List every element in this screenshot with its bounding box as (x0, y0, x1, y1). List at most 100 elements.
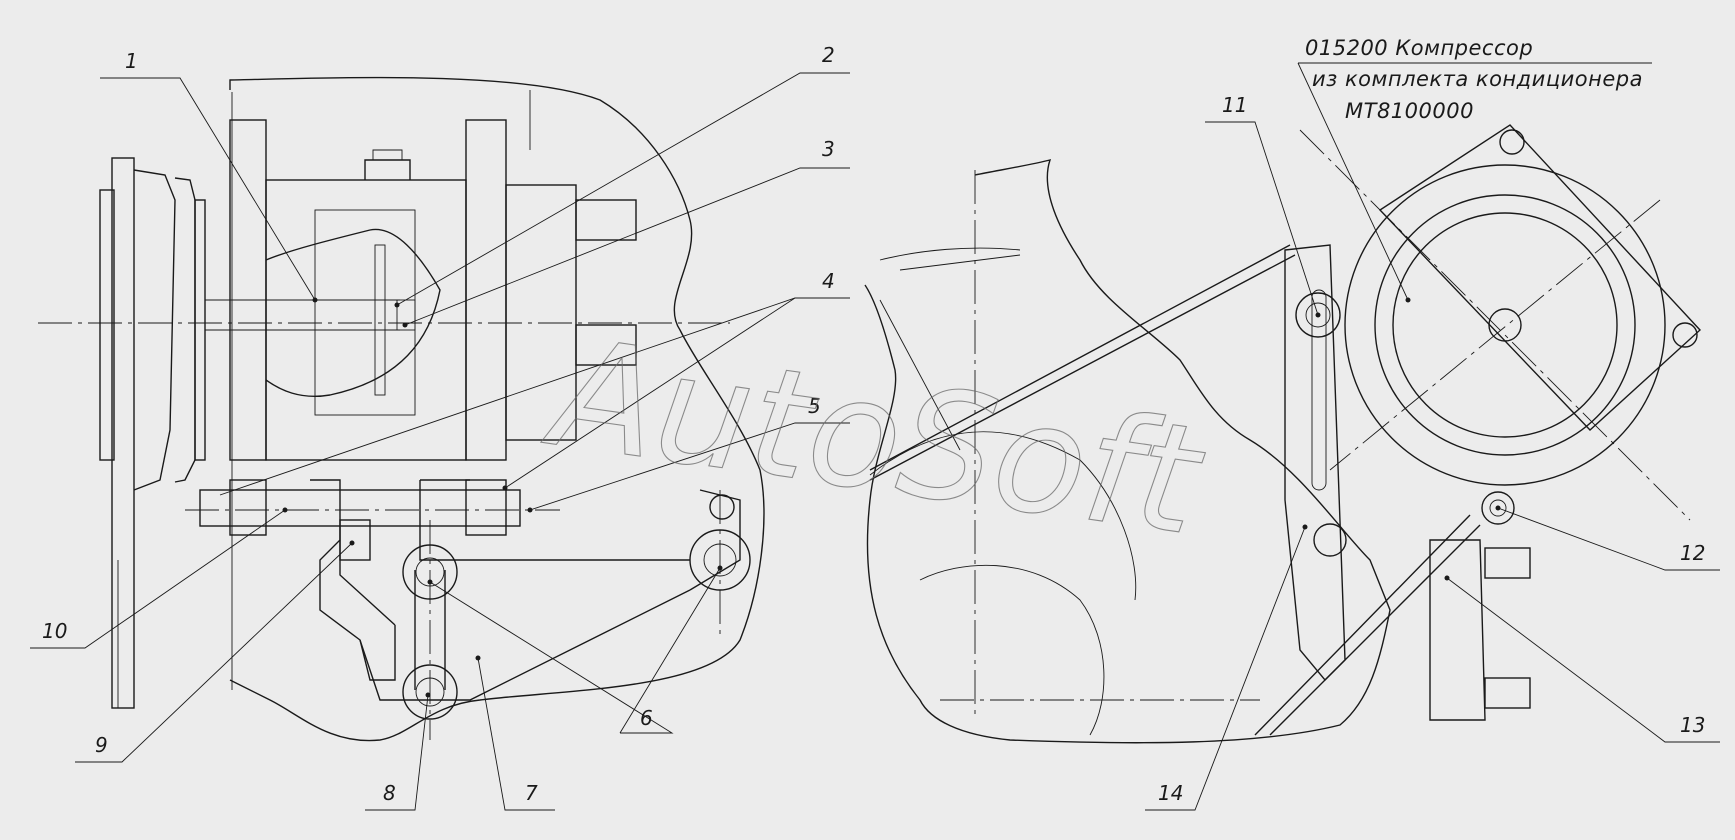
adjuster-slot (1311, 289, 1327, 491)
bolt-11 (1295, 292, 1341, 338)
leader-5 (529, 422, 850, 511)
leader-3-dot (402, 322, 408, 328)
leader-8 (365, 694, 429, 811)
leader-7 (477, 657, 555, 811)
pulley-hub (194, 199, 206, 461)
leader-6-dot-2 (717, 565, 723, 571)
rear-cover (505, 184, 577, 441)
stud-2 (1484, 677, 1531, 709)
leader-14-dot (1302, 524, 1308, 530)
top-boss-cap (372, 149, 403, 160)
flange-hole-2 (1672, 322, 1698, 348)
callout-9: 9 (95, 733, 108, 757)
leader-11 (1205, 121, 1319, 316)
callout-12: 12 (1680, 541, 1705, 565)
bracket-rib (339, 540, 396, 681)
engine-block-outline (864, 159, 1391, 744)
leader-12 (1497, 507, 1720, 571)
callout-3: 3 (822, 137, 835, 161)
title-leader (1297, 62, 1409, 301)
pulley-groove (133, 169, 176, 491)
title-line-3: МТ8100000 (1345, 99, 1474, 123)
leader-12-dot (1495, 505, 1501, 511)
lower-bracket (1429, 539, 1486, 721)
lower-flange-2 (465, 479, 507, 536)
housing-outline (229, 76, 765, 742)
inner-plate (374, 244, 386, 396)
flange-hole-1 (1499, 129, 1525, 155)
callout-4: 4 (822, 269, 835, 293)
leader-9 (75, 542, 353, 763)
callout-1: 1 (125, 49, 138, 73)
lower-bolt (1313, 523, 1347, 557)
rear-fitting (575, 199, 637, 241)
bracket-arm-2 (419, 479, 690, 561)
callout-7: 7 (525, 781, 538, 805)
leader-14 (1145, 526, 1306, 811)
belt-lower (1254, 514, 1481, 736)
callout-6: 6 (640, 706, 653, 730)
leader-2 (396, 72, 850, 306)
compressor-flange (1378, 124, 1701, 431)
leader-13-dot (1444, 575, 1450, 581)
through-bolt (199, 489, 521, 527)
adjuster-bar (1284, 244, 1346, 682)
spacer (339, 519, 371, 561)
leader-3 (404, 167, 850, 326)
shaft (205, 299, 400, 331)
pulley-face (99, 189, 115, 461)
pulley-inner (1392, 212, 1618, 438)
front-flange (229, 119, 267, 461)
leader-2-dot (394, 302, 400, 308)
stud-1 (1484, 547, 1531, 579)
pulley-outer (1344, 164, 1666, 486)
pulley-axes (1299, 129, 1691, 521)
section-cut (265, 228, 441, 397)
pulley-rim (111, 157, 135, 709)
leader-10 (30, 509, 286, 649)
callout-11: 11 (1222, 93, 1247, 117)
pulley-groove-2 (174, 177, 196, 483)
bracket-arm (310, 479, 691, 701)
leader-10-dot (282, 507, 288, 513)
belt-upper (869, 244, 1296, 481)
title-leader-dot (1405, 297, 1411, 303)
compressor-body (265, 179, 467, 461)
callout-5: 5 (808, 394, 821, 418)
bolt-8 (402, 664, 458, 720)
rear-fitting-2 (575, 324, 637, 366)
left-view (38, 76, 765, 742)
leader-6 (429, 567, 721, 734)
leader-1-dot (312, 297, 318, 303)
leader-4b (504, 297, 796, 489)
bolt-12 (1481, 491, 1515, 525)
pulley-nut (1488, 308, 1522, 342)
leader-4-dot (502, 485, 508, 491)
leader-9-dot (349, 540, 355, 546)
block-arc-2 (869, 431, 1137, 601)
title-block: 015200 Компрессор из комплекта кондицион… (1297, 36, 1652, 303)
top-boss (364, 159, 411, 180)
leader-13 (1446, 577, 1720, 743)
block-line (879, 247, 1021, 261)
callout-14: 14 (1158, 781, 1183, 805)
leader-1 (100, 77, 316, 301)
pulley-ring (1374, 194, 1636, 456)
callouts: 1 2 3 4 5 6 7 8 9 1 (30, 43, 1720, 811)
small-bolt (709, 494, 735, 520)
callout-8: 8 (383, 781, 396, 805)
title-line-1: 015200 Компрессор (1305, 36, 1533, 60)
block-line-2 (879, 254, 1021, 451)
title-line-2: из комплекта кондиционера (1312, 67, 1643, 91)
leader-7-dot (475, 655, 481, 661)
leader-5-dot (527, 507, 533, 513)
callout-10: 10 (42, 619, 67, 643)
callout-2: 2 (822, 43, 835, 67)
bolt-12-head (1489, 499, 1507, 517)
watermark: AutoSoft (536, 306, 1214, 570)
right-view (864, 124, 1701, 744)
leader-8-dot (425, 692, 431, 698)
bolt-11-head (1305, 302, 1331, 328)
